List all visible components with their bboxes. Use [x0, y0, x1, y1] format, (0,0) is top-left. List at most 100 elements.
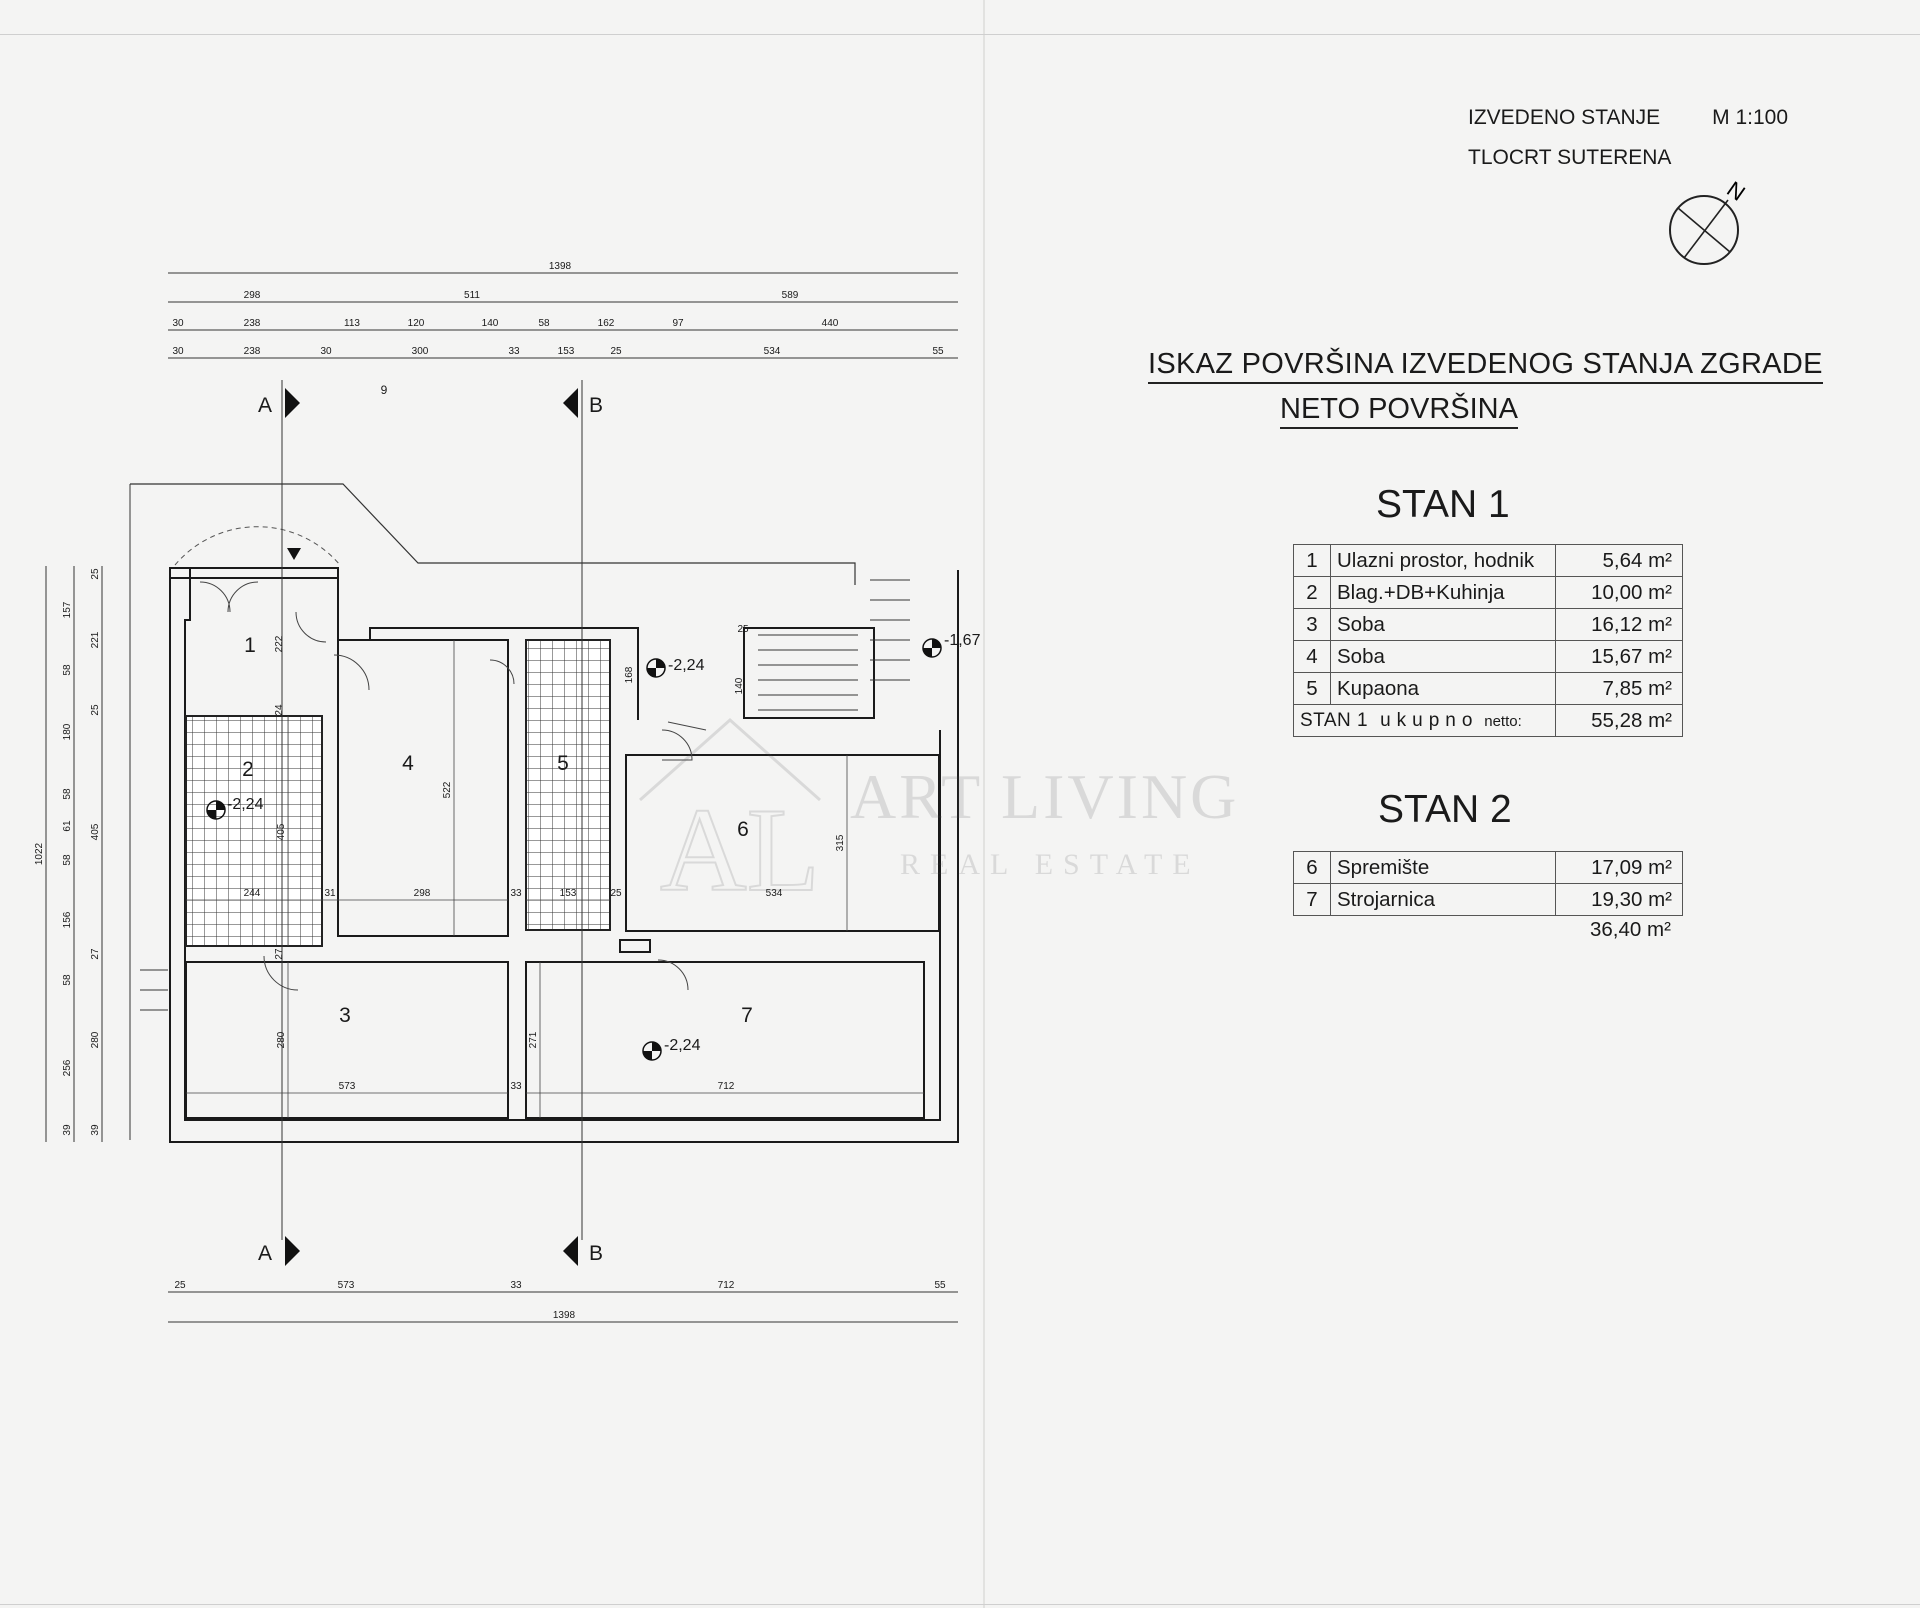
- row-number: 2: [1293, 576, 1331, 609]
- dim-interior: 168: [624, 666, 635, 683]
- dim-top: 153: [558, 346, 575, 357]
- dim-left: 61: [62, 820, 73, 832]
- section-label-b-bottom: B: [589, 1242, 603, 1265]
- section-label-b: B: [589, 394, 603, 417]
- dim-top: 30: [172, 318, 184, 329]
- dim-left-overall: 1022: [34, 842, 45, 865]
- dim-interior: 27: [274, 948, 285, 960]
- room-area: 19,30 m²: [1555, 883, 1683, 916]
- section-markers-top: [281, 380, 583, 500]
- left-dimensions: [45, 566, 103, 1142]
- dim-interior: 315: [835, 834, 846, 851]
- level-value: -1,67: [944, 632, 981, 649]
- dim-bottom: 712: [718, 1280, 735, 1291]
- room-number: 5: [557, 752, 569, 775]
- dim-interior: 222: [274, 635, 285, 652]
- interior-dimension-lines: [186, 640, 924, 1118]
- room-area: 5,64 m²: [1555, 544, 1683, 577]
- room-name: Strojarnica: [1330, 883, 1556, 916]
- dim-interior: 31: [324, 888, 336, 899]
- north-arrow-icon: N: [1669, 176, 1748, 265]
- top-dimensions: [168, 272, 958, 359]
- stan2-total: 36,40 m²: [1590, 918, 1671, 941]
- total-suffix: netto:: [1484, 712, 1522, 730]
- room-number: 7: [741, 1004, 753, 1027]
- stan2-area-table: 6 Spremište 17,09 m² 7 Strojarnica 19,30…: [1293, 851, 1683, 916]
- dim-interior: 280: [276, 1031, 287, 1048]
- stan1-heading: STAN 1: [1376, 483, 1510, 526]
- dim-top: 440: [822, 318, 839, 329]
- dim-bottom: 55: [934, 1280, 946, 1291]
- bottom-rule: [0, 1604, 1920, 1605]
- dim-top: 238: [244, 346, 261, 357]
- dim-interior: 271: [528, 1031, 539, 1048]
- dim-top: 511: [464, 290, 480, 301]
- room-name: Ulazni prostor, hodnik: [1330, 544, 1556, 577]
- dim-interior: 25: [737, 624, 749, 635]
- dim-top: 30: [320, 346, 332, 357]
- dim-left: 27: [90, 948, 101, 960]
- section-label-a-bottom: A: [258, 1242, 272, 1265]
- dim-left: 25: [90, 568, 101, 580]
- top-rule: [0, 34, 1920, 35]
- dim-top: 55: [932, 346, 944, 357]
- stairs: [140, 579, 910, 1011]
- dim-left: 39: [62, 1124, 73, 1136]
- dim-left: 157: [62, 601, 73, 618]
- dim-top-overall: 1398: [549, 261, 572, 272]
- dim-top: 140: [482, 318, 499, 329]
- level-marker-icon: [922, 638, 942, 658]
- doors: [199, 581, 707, 991]
- row-number: 5: [1293, 672, 1331, 705]
- room-2-floor: [185, 715, 323, 947]
- row-number: 3: [1293, 608, 1331, 641]
- drawing-header: IZVEDENO STANJE M 1:100 TLOCRT SUTERENA: [1468, 98, 1788, 178]
- table-row: 4 Soba 15,67 m²: [1293, 640, 1683, 673]
- level-marker-icon: [206, 800, 226, 820]
- table-row: 6 Spremište 17,09 m²: [1293, 851, 1683, 884]
- level-value: -2,24: [664, 1037, 701, 1054]
- bottom-dimensions: [168, 1291, 958, 1323]
- dim-top: 300: [412, 346, 429, 357]
- entry-marker-icon: [287, 548, 301, 560]
- room-area: 16,12 m²: [1555, 608, 1683, 641]
- table-title: ISKAZ POVRŠINA IZVEDENOG STANJA ZGRADE: [1148, 348, 1823, 384]
- floor-plan: 1398 298 511 589 30 238 113 120 140 58 1…: [34, 261, 981, 1323]
- room-number: 1: [244, 634, 256, 657]
- room-area: 10,00 m²: [1555, 576, 1683, 609]
- dim-left: 405: [90, 823, 101, 840]
- row-number: 6: [1293, 851, 1331, 884]
- dim-top: 298: [244, 290, 261, 301]
- row-number: 7: [1293, 883, 1331, 916]
- dim-top: 33: [508, 346, 520, 357]
- table-subtitle: NETO POVRŠINA: [1280, 393, 1518, 429]
- page-seam: [983, 0, 985, 1608]
- dim-interior: 573: [339, 1081, 356, 1092]
- dim-interior: 33: [510, 1081, 522, 1092]
- room-name: Soba: [1330, 608, 1556, 641]
- room-area: 17,09 m²: [1555, 851, 1683, 884]
- room-area: 15,67 m²: [1555, 640, 1683, 673]
- dim-top: 25: [610, 346, 622, 357]
- dim-interior: 522: [442, 781, 453, 798]
- room-name: Blag.+DB+Kuhinja: [1330, 576, 1556, 609]
- level-marker-icon: [646, 658, 666, 678]
- dim-interior: 33: [510, 888, 522, 899]
- stan2-heading: STAN 2: [1378, 788, 1512, 831]
- watermark-tagline: REAL ESTATE: [900, 848, 1201, 881]
- dim-left: 58: [62, 854, 73, 866]
- section-label-a: A: [258, 394, 272, 417]
- total-word: ukupno: [1380, 709, 1479, 731]
- room-number: 4: [402, 752, 414, 775]
- dim-left: 25: [90, 704, 101, 716]
- room-area: 7,85 m²: [1555, 672, 1683, 705]
- room-outlines: [185, 627, 940, 1119]
- room-name: Kupaona: [1330, 672, 1556, 705]
- dim-top: 97: [672, 318, 684, 329]
- dim-interior: 712: [718, 1081, 735, 1092]
- watermark-logo: AL: [639, 717, 821, 917]
- dim-interior: 298: [414, 888, 431, 899]
- section-markers-bottom: [285, 1236, 578, 1266]
- level-value: -2,24: [227, 796, 264, 813]
